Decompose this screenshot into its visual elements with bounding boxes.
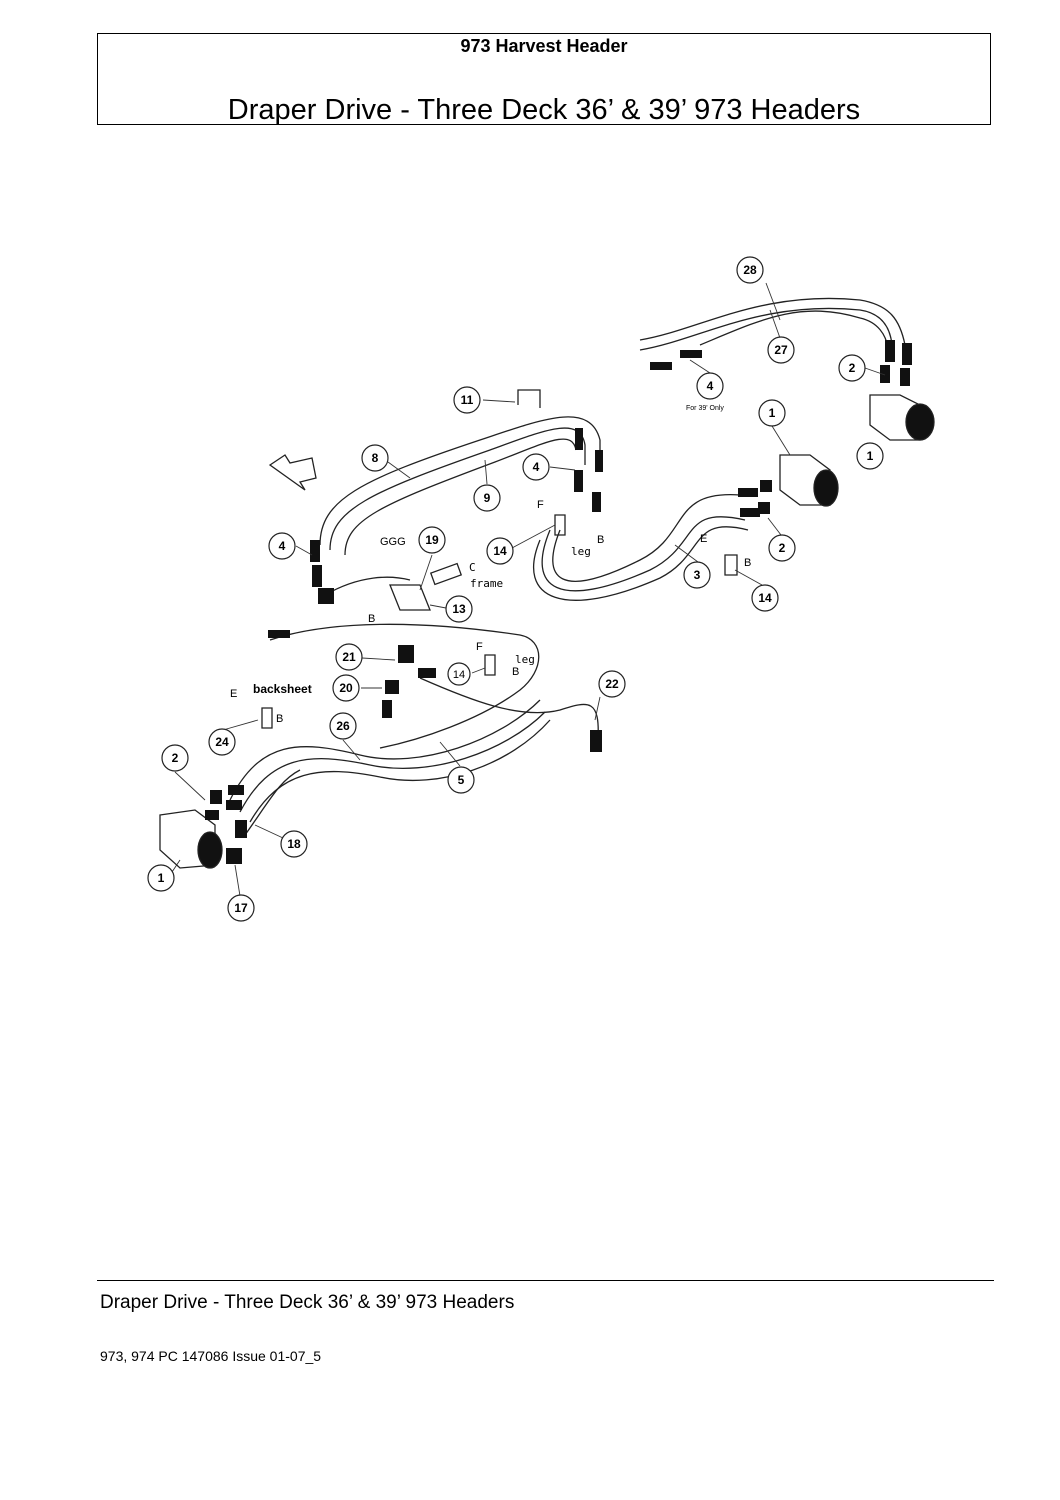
product-name: 973 Harvest Header	[460, 36, 628, 56]
label-b: B	[368, 613, 375, 625]
note-39-only: For 39' Only	[686, 405, 724, 412]
label-b: B	[512, 666, 519, 678]
callout-18: 18	[287, 837, 301, 851]
callout-5: 5	[458, 773, 465, 787]
callout-28: 28	[743, 263, 757, 277]
footer-divider	[97, 1280, 994, 1281]
label-f: F	[537, 499, 544, 511]
page-title: Draper Drive - Three Deck 36’ & 39’ 973 …	[227, 94, 861, 126]
callout-2: 2	[172, 751, 179, 765]
label-e: E	[230, 688, 237, 700]
callout-21: 21	[342, 650, 356, 664]
header-box: 973 Harvest Header Draper Drive - Three …	[97, 33, 991, 126]
label-backsheet: backsheet	[253, 682, 312, 696]
label-leg: leg	[515, 653, 535, 666]
callout-8: 8	[372, 451, 379, 465]
label-frame: frame	[470, 577, 503, 590]
label-b: B	[597, 534, 604, 546]
callout-3: 3	[694, 568, 701, 582]
callout-14: 14	[453, 669, 465, 681]
callout-1: 1	[769, 406, 776, 420]
callout-24: 24	[215, 735, 229, 749]
label-c: C	[469, 561, 476, 574]
callout-17: 17	[234, 901, 248, 915]
callout-4: 4	[279, 539, 286, 553]
callout-14: 14	[493, 544, 507, 558]
label-leg: leg	[571, 545, 591, 558]
label-ggg: GGG	[380, 536, 406, 548]
callout-2: 2	[849, 361, 856, 375]
label-e: E	[700, 533, 707, 545]
callout-19: 19	[425, 533, 439, 547]
label-b: B	[744, 557, 751, 569]
callout-26: 26	[336, 719, 350, 733]
callout-11: 11	[461, 393, 474, 407]
callout-22: 22	[605, 677, 619, 691]
callout-9: 9	[484, 491, 491, 505]
callout-14: 14	[758, 591, 772, 605]
callout-27: 27	[774, 343, 788, 357]
callout-13: 13	[452, 602, 466, 616]
callout-4: 4	[707, 379, 714, 393]
footer-title: Draper Drive - Three Deck 36’ & 39’ 973 …	[100, 1292, 515, 1313]
callout-1: 1	[158, 871, 165, 885]
callout-2: 2	[779, 541, 786, 555]
label-b: B	[276, 713, 283, 725]
callout-4: 4	[533, 460, 540, 474]
footer-code: 973, 974 PC 147086 Issue 01-07_5	[100, 1348, 322, 1364]
label-f: F	[476, 641, 483, 653]
callout-20: 20	[339, 681, 353, 695]
callout-1: 1	[867, 449, 874, 463]
